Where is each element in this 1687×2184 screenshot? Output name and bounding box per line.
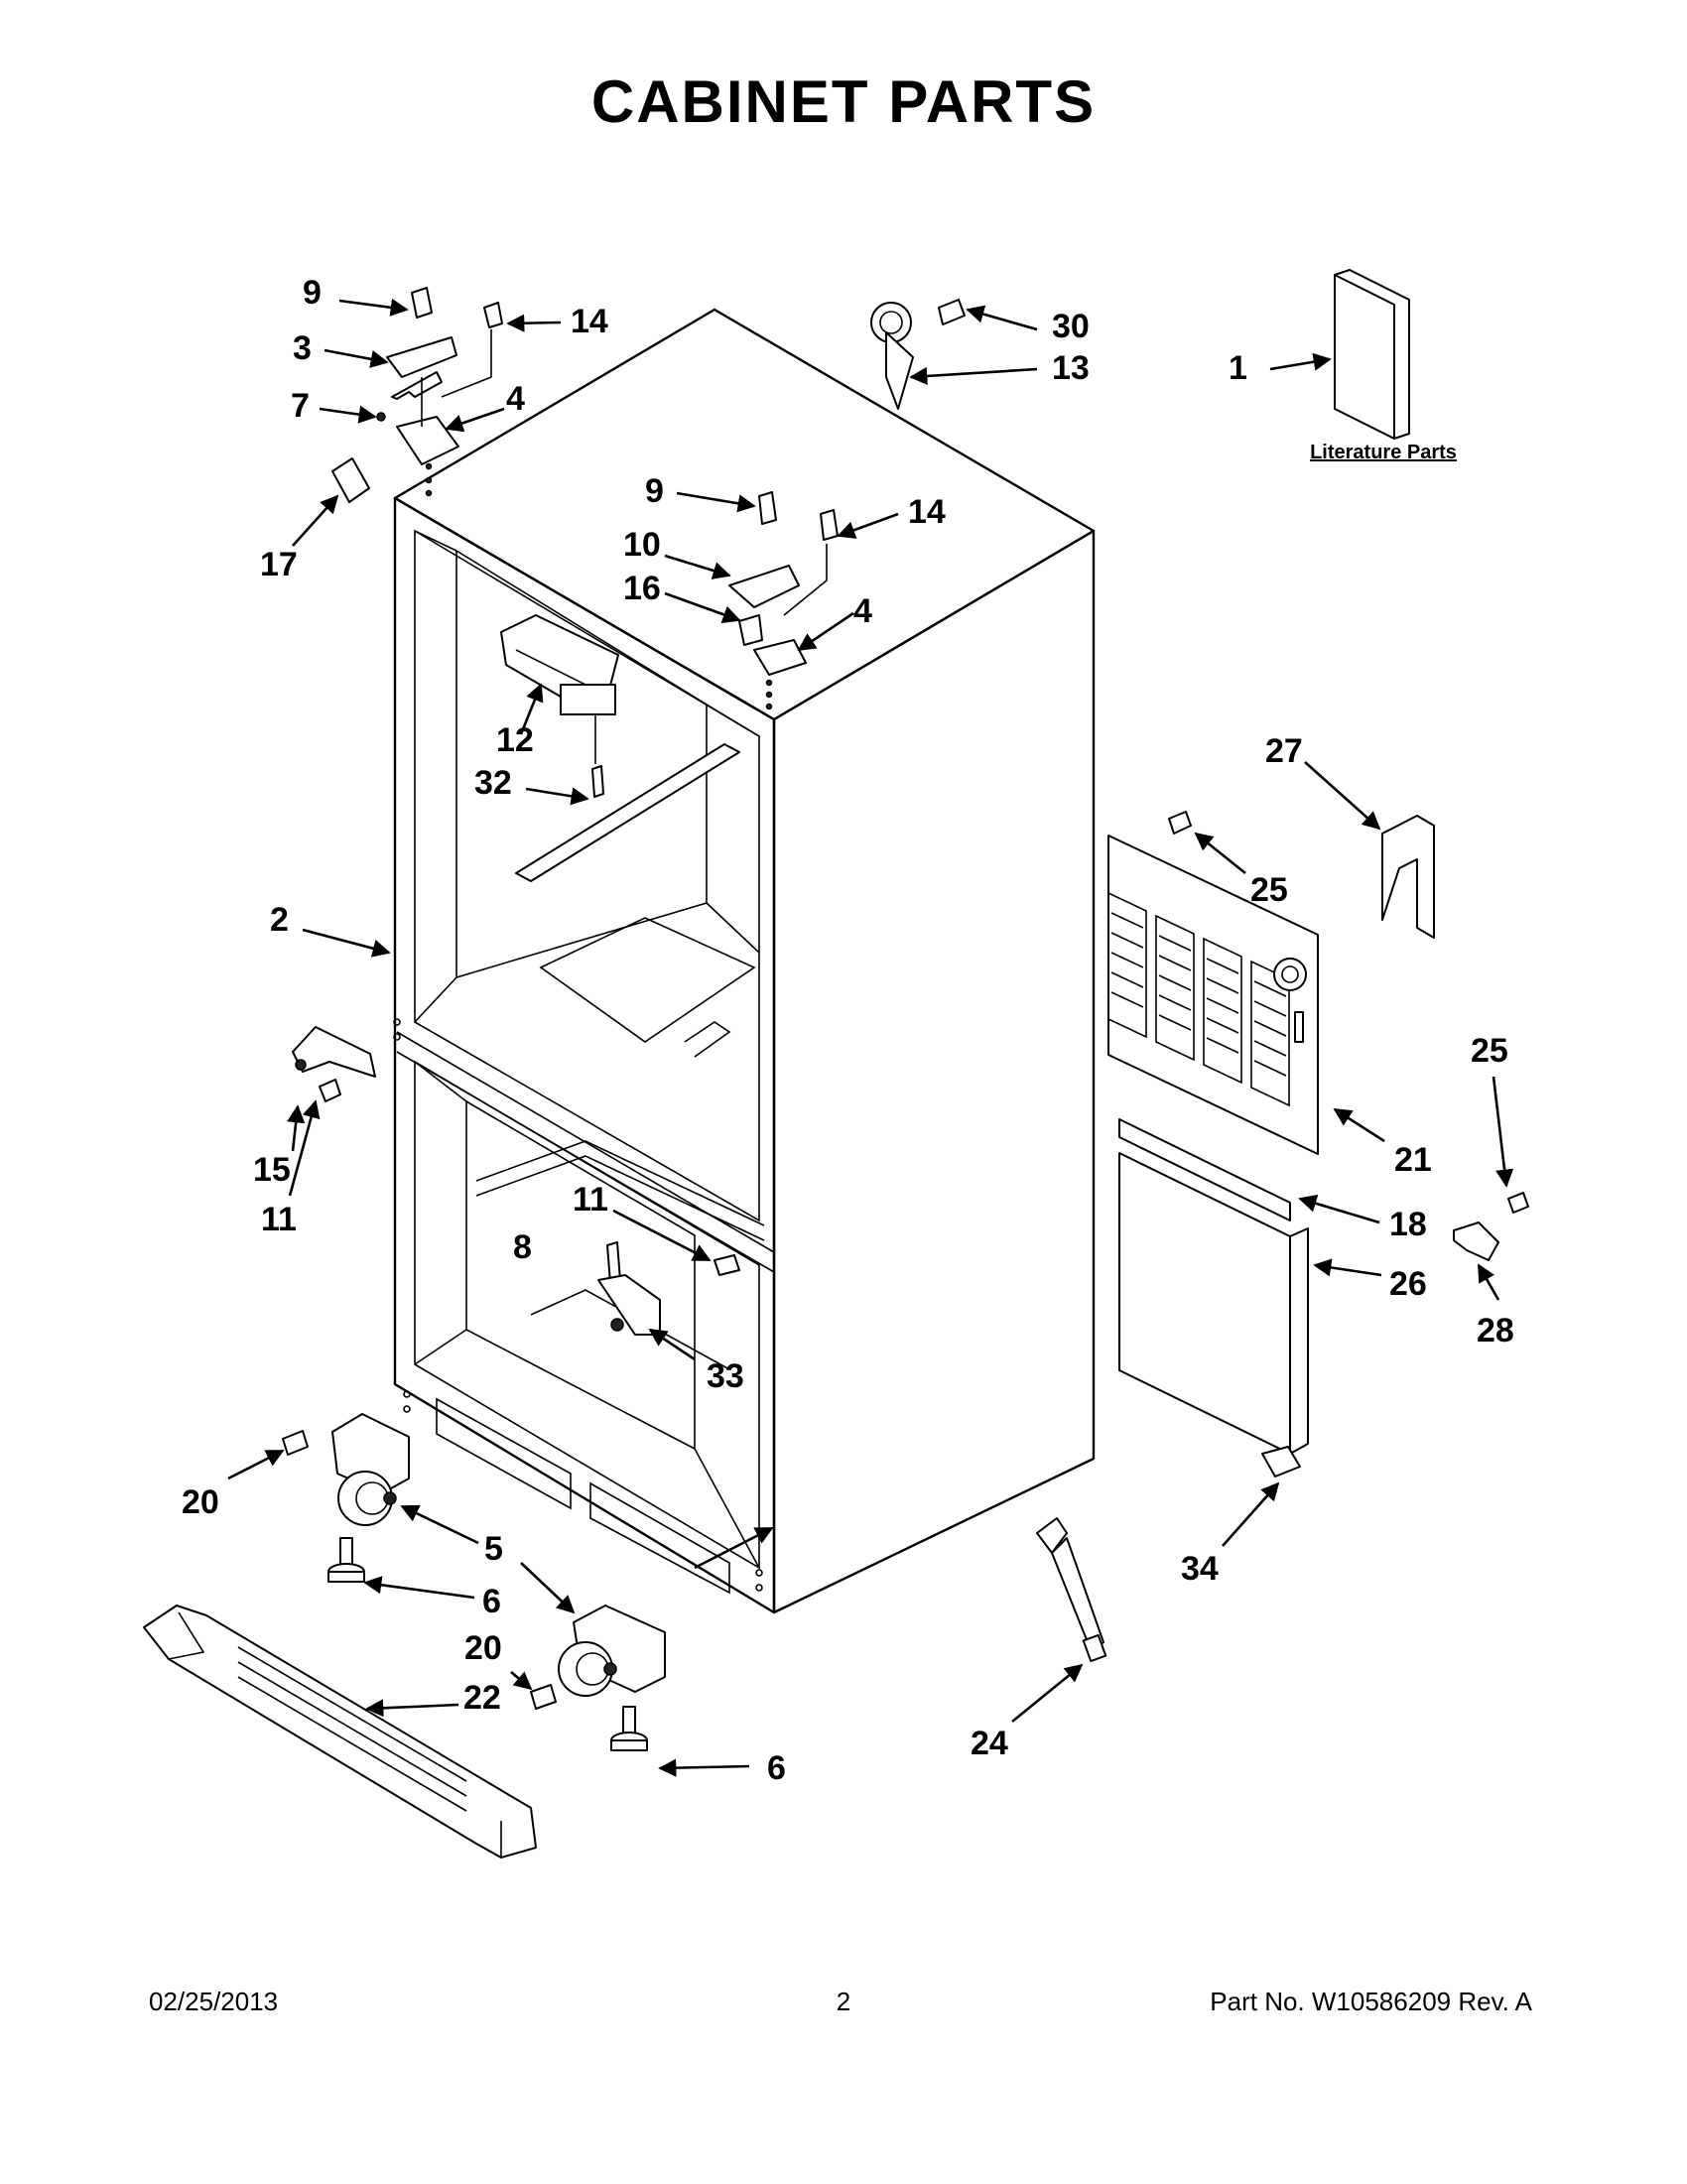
callout-8: 8: [513, 1228, 532, 1266]
leader-arrows: [227, 298, 1514, 1777]
roller-right: [558, 1605, 666, 1697]
roller-left: [331, 1413, 410, 1526]
cabinet-body: [393, 308, 1096, 1614]
callout-25a: 25: [1250, 871, 1288, 909]
screw-20-right: [530, 1684, 557, 1710]
leveling-foot-right: [610, 1706, 648, 1751]
callout-3: 3: [293, 329, 312, 367]
callout-6b: 6: [767, 1749, 786, 1787]
screw-20-left: [282, 1430, 309, 1456]
footer-date: 02/25/2013: [149, 1987, 279, 2016]
callout-17: 17: [260, 546, 298, 583]
callout-1: 1: [1229, 349, 1247, 387]
callout-9b: 9: [645, 472, 664, 510]
callout-33: 33: [707, 1357, 744, 1395]
callout-10: 10: [623, 526, 661, 564]
callout-16: 16: [623, 570, 661, 607]
callout-12: 12: [496, 721, 534, 759]
callout-4b: 4: [853, 592, 872, 630]
callout-6a: 6: [482, 1583, 501, 1620]
grille-panel: [1107, 835, 1319, 1155]
leveling-foot-left: [327, 1537, 365, 1583]
door-stop-group: [870, 299, 966, 410]
callout-32: 32: [474, 764, 512, 802]
callout-4a: 4: [506, 380, 525, 418]
callout-7: 7: [291, 387, 310, 425]
screw-25-right: [1507, 1192, 1529, 1214]
callout-34: 34: [1181, 1550, 1219, 1588]
callout-2: 2: [270, 901, 289, 939]
footer-page-number: 2: [836, 1987, 851, 2016]
gasket-strip: [1118, 1118, 1291, 1221]
callout-22: 22: [463, 1679, 501, 1717]
callout-24: 24: [971, 1725, 1008, 1762]
callout-14b: 14: [908, 493, 946, 531]
base-grille: [143, 1605, 537, 1859]
footer-part-number: Part No. W10586209 Rev. A: [1210, 1987, 1532, 2016]
callout-11a: 11: [261, 1201, 297, 1238]
clip-part: [1381, 815, 1435, 939]
callout-18: 18: [1389, 1206, 1427, 1243]
callout-15: 15: [253, 1151, 291, 1189]
clamp-part: [1453, 1221, 1499, 1261]
callout-9a: 9: [303, 274, 322, 312]
front-panel: [1118, 1152, 1309, 1455]
grille-vents: [1107, 891, 1290, 1107]
upper-left-hinge-group: [331, 287, 503, 503]
callout-30: 30: [1052, 308, 1090, 345]
page-title: CABINET PARTS: [590, 68, 1097, 135]
leveling-tool: [1036, 1517, 1107, 1663]
callout-26: 26: [1389, 1265, 1427, 1303]
callout-11b: 11: [573, 1181, 608, 1219]
upper-center-hinge-group: [728, 491, 839, 676]
callout-14a: 14: [571, 303, 608, 340]
small-clip: [1261, 1446, 1301, 1477]
callout-28: 28: [1477, 1312, 1514, 1349]
left-bracket-group: [292, 1026, 376, 1102]
callout-21: 21: [1394, 1141, 1432, 1179]
callout-20a: 20: [182, 1483, 219, 1521]
callout-20b: 20: [464, 1629, 502, 1667]
callout-27: 27: [1265, 732, 1303, 770]
center-bracket-group: [597, 1241, 740, 1336]
callout-5: 5: [484, 1530, 503, 1568]
callout-labels: 9 14 3 7 4 17 30 13 1 9 14 10 16 4 12 32…: [182, 274, 1514, 1787]
light-housing-group: [500, 614, 619, 798]
literature-book: [1334, 269, 1410, 440]
literature-parts-label: Literature Parts: [1310, 442, 1457, 463]
callout-13: 13: [1052, 349, 1090, 387]
screw-25-upper: [1168, 811, 1192, 835]
callout-25b: 25: [1471, 1032, 1508, 1070]
